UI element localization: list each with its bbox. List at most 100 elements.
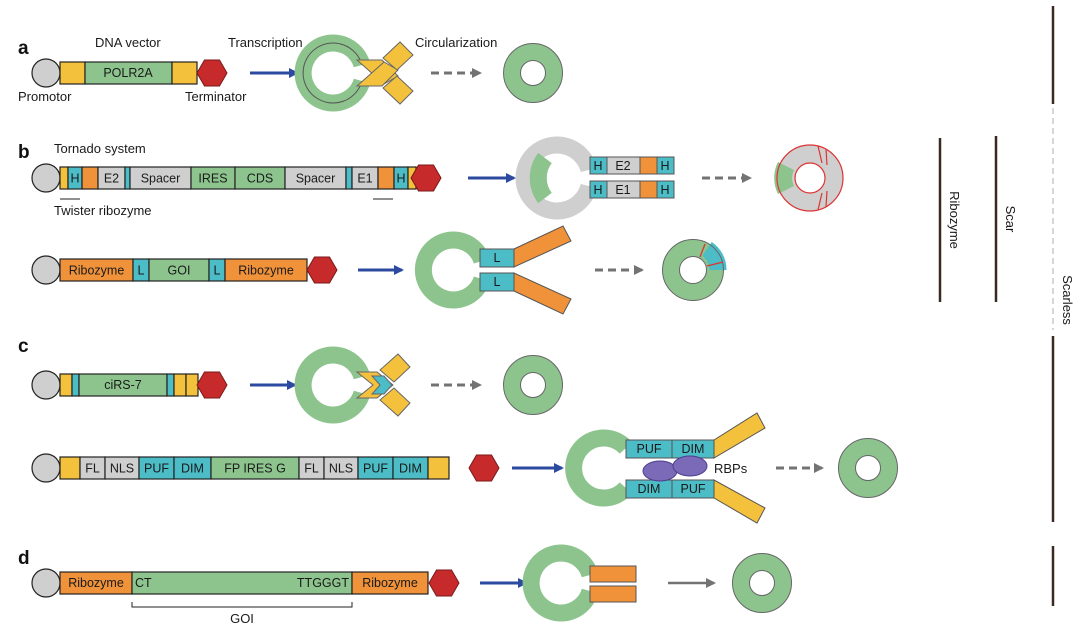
ribozyme-label: Ribozyme — [238, 264, 294, 278]
promoter-circle — [31, 163, 61, 193]
scar-line — [706, 261, 724, 267]
scar-line — [699, 243, 706, 258]
terminator-hexagon — [410, 164, 442, 192]
ribozyme-arm-bottom — [513, 272, 572, 315]
linker-scar — [701, 241, 727, 271]
arm-h-label: H — [593, 183, 602, 197]
e2-label: E2 — [104, 172, 119, 186]
circular-rna-inner-edge — [679, 256, 707, 284]
flank-arm-top — [713, 412, 766, 459]
pre-circular-rna-ring — [414, 231, 491, 309]
promoter-circle — [31, 453, 61, 483]
side-brackets: Ribozyme Scar Scarless — [938, 6, 1075, 606]
panel-label-b: b — [18, 142, 30, 163]
circular-rna-outer-edge — [732, 553, 792, 613]
ribozyme-segment-right — [351, 571, 429, 595]
flank-segment — [427, 456, 450, 480]
goi-label: GOI — [230, 611, 254, 626]
ligation-site-segment — [377, 166, 395, 190]
ribozyme-label-right: Ribozyme — [362, 576, 418, 590]
panel-label-c: c — [18, 336, 29, 357]
arm-orange-segment — [639, 156, 658, 175]
promoter-circle — [31, 255, 61, 285]
circular-rna — [503, 43, 563, 103]
arm-h-end-label: H — [660, 159, 669, 173]
splice-segment — [166, 373, 175, 397]
pre-circular-rna-ring — [565, 429, 633, 507]
dim-label: DIM — [181, 462, 204, 476]
ribozyme-arm-top — [513, 225, 572, 268]
arm-e1-label: E1 — [615, 183, 630, 197]
terminator-hexagon — [468, 454, 500, 482]
circular-rna-inner-edge — [520, 60, 546, 86]
gene-label: ciRS-7 — [104, 378, 142, 392]
arm-e2-label: E2 — [615, 159, 630, 173]
pre-circular-rna-outline — [302, 42, 363, 104]
e1-label: E1 — [357, 172, 372, 186]
flank-segment-left — [59, 61, 86, 85]
circularization-label: Circularization — [415, 35, 497, 50]
panel-a: a DNA vector POLR2A Promotor Terminator … — [18, 34, 563, 112]
scar-line — [825, 148, 828, 166]
arm-h-end-segment — [656, 156, 675, 175]
puf-arm-top: PUF DIM — [625, 412, 766, 459]
linker-top-label: L — [494, 251, 501, 265]
arm-orange-segment — [639, 180, 658, 199]
linker-label: L — [138, 264, 145, 278]
rbps-label: RBPs — [714, 461, 748, 476]
promoter-label: Promotor — [18, 89, 72, 104]
panel-label-a: a — [18, 38, 29, 59]
goi-label: GOI — [168, 264, 191, 278]
scar-line — [817, 145, 823, 164]
puf-label: PUF — [681, 482, 706, 496]
terminator-hexagon — [196, 59, 228, 87]
circular-rna-inner-edge — [749, 570, 775, 596]
h-label: H — [396, 172, 405, 186]
circular-rna-outer-edge — [662, 239, 724, 301]
arm-h-end-segment — [656, 180, 675, 199]
arm-h-label: H — [593, 159, 602, 173]
flank-arm-bottom — [382, 75, 414, 105]
spacer-label: Spacer — [141, 172, 181, 186]
ribozyme-end-bottom — [589, 585, 637, 603]
tornado-arm-top: H E2 H — [589, 156, 675, 175]
ribozyme-end-top — [589, 565, 637, 583]
terminator-hexagon — [428, 569, 460, 597]
twister-ribozyme-label: Twister ribozyme — [54, 203, 152, 218]
puf-label: PUF — [144, 462, 169, 476]
spacer-label: Spacer — [296, 172, 336, 186]
puf-label: PUF — [363, 462, 388, 476]
gene-label: POLR2A — [103, 66, 153, 80]
nls-label: NLS — [329, 462, 353, 476]
sequence-start-label: CT — [135, 576, 152, 590]
promoter-circle — [31, 370, 61, 400]
fl-label: FL — [304, 462, 319, 476]
circular-rna — [732, 553, 792, 613]
circular-rna-with-scar — [662, 239, 724, 301]
fl-label: FL — [85, 462, 100, 476]
terminator-hexagon — [306, 256, 338, 284]
sequence-end-label: TTGGGT — [297, 576, 349, 590]
flank-arm-top — [382, 41, 414, 71]
scar-line — [817, 192, 823, 211]
goi-bracket — [131, 602, 353, 608]
circular-rna-inner-edge — [855, 455, 881, 481]
dim-label: DIM — [399, 462, 422, 476]
ires-label: IRES — [198, 172, 227, 186]
circular-rna-inner-edge — [520, 372, 546, 398]
fp-ires-g-label: FP IRES G — [224, 462, 286, 476]
scar-side-label: Scar — [1003, 206, 1018, 233]
puf-label: PUF — [637, 442, 662, 456]
cirs7-construct: ciRS-7 — [59, 373, 199, 397]
flank-arm-top — [379, 353, 411, 383]
rbp-protein — [672, 455, 708, 477]
flank-arm-bottom — [379, 387, 411, 417]
panel-label-d: d — [18, 548, 30, 569]
